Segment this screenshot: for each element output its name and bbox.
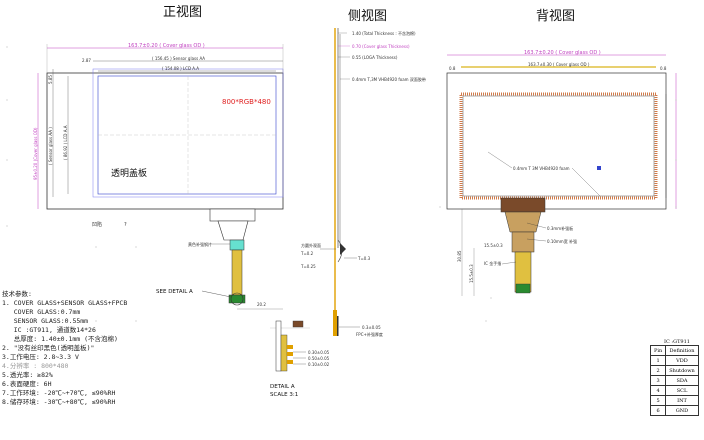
front-fpc-tail <box>231 249 243 296</box>
spec-line: 总厚度: 1.40±0.1mm (不含泡棉) <box>2 335 118 343</box>
spec-line: 7.工作环境: -20℃~+70℃, ≤90%RH <box>2 389 116 397</box>
front-dim-sensor: ( 156.45 ) Sensor glass AA <box>152 56 205 61</box>
table-header: Pin Definition <box>649 345 699 356</box>
pin-number: 4 <box>649 385 667 396</box>
front-dim-lcd: ( 154.08 ) LCD A.A <box>162 66 199 71</box>
back-dim-top: 163.7±0.20 ( Cover glass OD ) <box>524 50 601 56</box>
side-bottom-1: 0.3±0.05 <box>362 325 381 330</box>
front-view-title: 正视图 <box>163 5 203 20</box>
pin-number: 6 <box>649 405 667 416</box>
front-dim-left-sensor: ( Sensor glass AA ) <box>48 127 53 165</box>
front-question: ? <box>124 222 127 228</box>
pin-number: 5 <box>649 395 667 406</box>
side-note-1: 1.40 (Total Thickness : 不含泡棉) <box>352 30 416 36</box>
side-label-1: 方圆外观面 <box>301 242 321 248</box>
spec-line: IC :GT911, 通道数14*26 <box>2 326 96 334</box>
table-header-cell: Definition <box>665 345 699 356</box>
back-fpc-tail <box>511 231 535 253</box>
table-header-cell: Pin <box>649 345 667 356</box>
detail-dim-1: 0.30±0.05 <box>308 350 330 355</box>
pin-definition: Shutdown <box>665 365 699 376</box>
back-dim-fpc: 15.5±0.3 <box>484 243 503 248</box>
side-note-2: 0.70 (Cover glass Thickness) <box>352 44 410 49</box>
front-view: 163.7±0.20 ( Cover glass OD ) ( 156.45 )… <box>6 43 284 322</box>
detail-dim-2: 0.50±0.05 <box>308 356 330 361</box>
back-corner-left: 0.8 <box>449 66 456 71</box>
pin-number: 2 <box>649 365 667 376</box>
detail-dim-3: 0.10±0.02 <box>308 362 330 367</box>
back-fpc-note-2: 0.10mm宽 补强 <box>547 238 577 244</box>
pin-number: 3 <box>649 375 667 386</box>
back-foam-frame <box>459 92 658 200</box>
front-bottom-note: 凹陷 <box>92 221 102 228</box>
front-fpc-base <box>209 208 256 222</box>
detail-title: DETAIL A <box>270 384 295 390</box>
back-left-dim-2: 15.5±0.3 <box>469 264 474 283</box>
front-resolution: 800*RGB*480 <box>222 98 271 106</box>
pin-definition: INT <box>665 395 699 406</box>
spec-line: 1. COVER GLASS+SENSOR GLASS+FPCB <box>2 299 128 307</box>
front-connector-label: 黄色补强钢片 <box>188 241 212 247</box>
side-label-2: T=0.2 <box>300 251 314 256</box>
side-note-4: 0.4mm T,3M VHB4920 foam 双面胶带 <box>352 76 426 82</box>
pin-definition: SDA <box>665 375 699 386</box>
spec-line: 8.储存环境: -30℃~+80℃, ≤90%RH <box>2 398 116 406</box>
front-fpc-stiffener <box>229 239 245 251</box>
front-corner-a: 2.87 <box>82 58 91 63</box>
pin-definition: GND <box>665 405 699 416</box>
side-view-title: 侧视图 <box>348 9 388 24</box>
pin-number: 1 <box>649 355 667 366</box>
back-view-title: 背视图 <box>536 9 576 24</box>
pin-definition: VDD <box>665 355 699 366</box>
side-bottom-2: FPC+补强厚度 <box>356 331 383 337</box>
front-see-detail: SEE DETAIL A <box>156 289 193 295</box>
back-fpc-note-3: IC 金手指 <box>484 260 501 266</box>
back-view: 163.7±0.20 ( Cover glass OD ) 163.7±0.30… <box>439 50 677 322</box>
back-corner-right: 0.8 <box>660 66 667 71</box>
front-cover-label: 透明盖板 <box>111 167 147 179</box>
front-dim-left-cover: 95±0.20 (Cover glass OD) <box>33 127 38 180</box>
spec-line: 3.工作电压: 2.8~3.3 V <box>2 353 79 361</box>
specs-heading: 技术参数: <box>2 290 32 298</box>
spec-line: SENSOR GLASS:0.55mm <box>2 317 89 325</box>
front-sensor-aa <box>92 68 284 198</box>
side-note-3: 0.55 (LOGA Thickness) <box>352 55 398 60</box>
spec-line: 6.表面硬度: 6H <box>2 380 52 388</box>
front-dim-left-lcd: ( 86.92 ) LCD A.A <box>63 125 68 160</box>
back-fpc-stiffener <box>500 197 546 213</box>
side-dim-2: T=0.3 <box>357 256 371 261</box>
spec-line: 2. "没有丝印黑色(透明盖板)" <box>2 344 95 352</box>
front-cover-glass <box>46 72 284 210</box>
detail-a: 0.30±0.05 0.50±0.05 0.10±0.02 DETAIL A S… <box>270 320 330 398</box>
back-left-dim: 30.85 <box>457 250 462 262</box>
front-dim-bottom: 20.2 <box>257 302 266 307</box>
back-dim-inner: 163.7±0.30 ( Cover glass OD ) <box>528 62 590 67</box>
back-foam-note: 0.4mm T 3M VHB4920 foam <box>513 166 570 171</box>
pin-definition: SCL <box>665 385 699 396</box>
side-dim-1: T=0.25 <box>300 264 316 269</box>
technical-specs: 技术参数:1. COVER GLASS+SENSOR GLASS+FPCB CO… <box>2 290 127 407</box>
spec-line: 4.分辨率 : 800*480 <box>2 362 69 370</box>
spec-line: 5.透光率: ≥82% <box>2 371 53 379</box>
back-fpc-note-1: 0.3mm补强板 <box>547 225 573 231</box>
detail-scale: SCALE 3:1 <box>270 392 298 398</box>
front-dim-top: 163.7±0.20 ( Cover glass OD ) <box>128 43 205 49</box>
side-view: 1.40 (Total Thickness : 不含泡棉) 0.70 (Cove… <box>300 28 426 337</box>
spec-line: COVER GLASS:0.7mm <box>2 308 81 316</box>
front-corner-b: 5.85 <box>48 75 53 84</box>
pin-table-ic: IC :GT911 <box>664 339 690 345</box>
